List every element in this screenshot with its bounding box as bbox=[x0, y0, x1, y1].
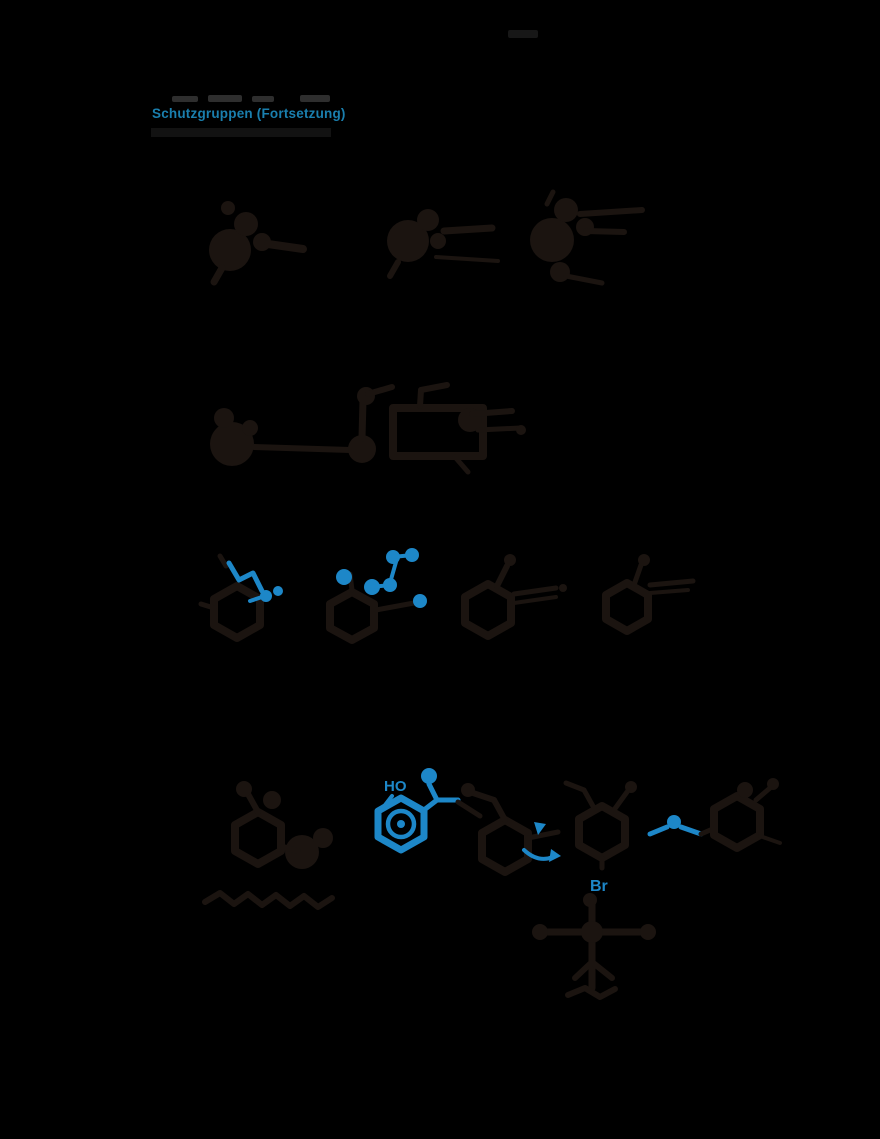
benzene-ring-highlight-icon: HO bbox=[374, 768, 461, 854]
molecule-row3-c bbox=[461, 554, 567, 640]
oxygen-atom-icon bbox=[421, 768, 437, 784]
molecule-row4-left bbox=[202, 781, 335, 910]
page-title: Schutzgruppen (Fortsetzung) bbox=[152, 106, 346, 121]
oxygen-atom-icon bbox=[273, 586, 283, 596]
leaving-group-label: Br bbox=[590, 878, 608, 895]
title-underline bbox=[151, 128, 331, 137]
ether-oxygen-icon bbox=[647, 815, 704, 837]
molecule-row1-middle bbox=[387, 209, 500, 279]
oxygen-atom-icon bbox=[260, 590, 272, 602]
molecule-row1-right bbox=[530, 189, 645, 286]
triangle-marker-icon bbox=[534, 822, 546, 835]
molecule-row4-center bbox=[455, 783, 561, 876]
highlight-chain-row3-a bbox=[226, 560, 283, 603]
molecule-row4-bottom bbox=[532, 893, 656, 1000]
molecule-row4-far-right bbox=[698, 778, 782, 852]
top-artifact-dashes bbox=[172, 30, 538, 102]
oxygen-atom-icon bbox=[336, 569, 352, 585]
molecule-row2 bbox=[210, 382, 526, 475]
hydroxyl-label: HO bbox=[384, 778, 407, 795]
curved-arrow-icon bbox=[522, 848, 561, 862]
molecule-row4-right-center bbox=[563, 780, 637, 871]
molecule-row1-left bbox=[209, 201, 307, 286]
molecule-row3-d bbox=[602, 554, 696, 635]
highlight-group-row3-b bbox=[336, 548, 427, 608]
